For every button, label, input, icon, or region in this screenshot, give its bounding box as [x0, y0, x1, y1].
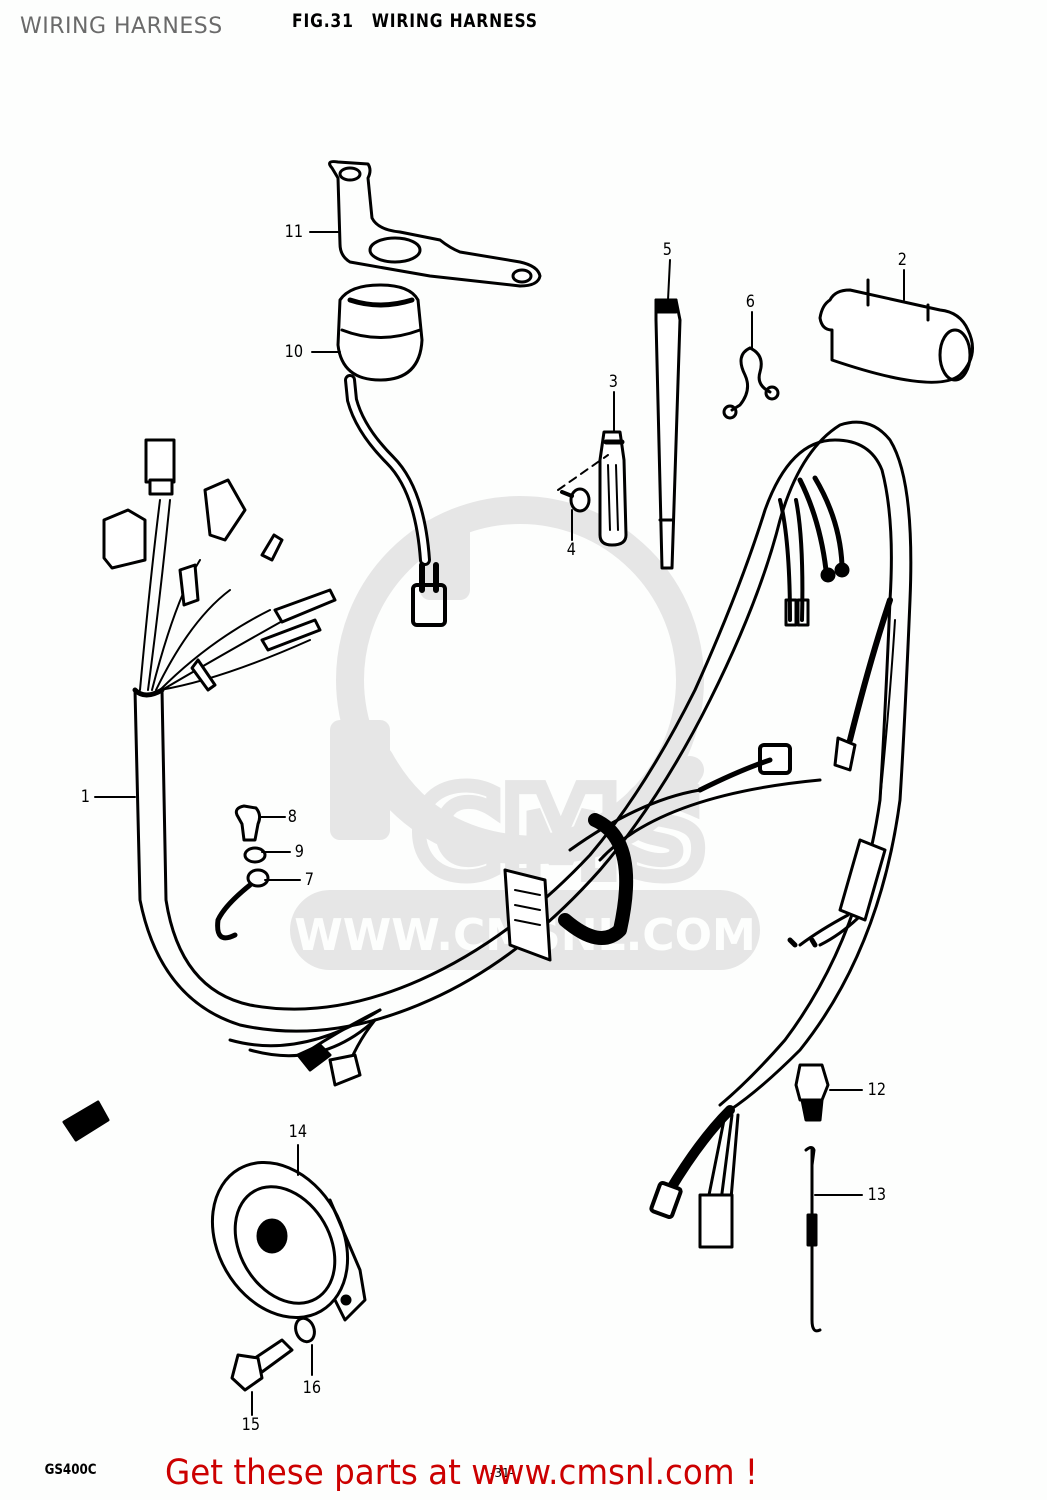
clamp-wire-part	[722, 346, 780, 420]
callout-13[interactable]: 13	[867, 1185, 887, 1205]
callout-4[interactable]: 4	[566, 540, 577, 560]
wiring-harness-part	[102, 420, 913, 1249]
callout-12[interactable]: 12	[867, 1080, 887, 1100]
callout-2[interactable]: 2	[897, 250, 908, 270]
figure-number: FIG.31	[292, 10, 354, 32]
cmsnl-promo-link[interactable]: Get these parts at www.cmsnl.com !	[165, 1453, 758, 1493]
page-title: WIRING HARNESS	[20, 14, 223, 39]
callout-5[interactable]: 5	[662, 240, 673, 260]
figure-title: FIG.31 WIRING HARNESS	[292, 10, 538, 32]
band-part	[654, 298, 682, 570]
switch-bracket-part	[328, 160, 542, 288]
figure-heading: WIRING HARNESS	[371, 10, 538, 32]
horn-part	[210, 1161, 367, 1322]
callout-9[interactable]: 9	[294, 842, 305, 862]
horn-bolt-washer-parts	[230, 1316, 316, 1392]
callout-1[interactable]: 1	[80, 787, 91, 807]
callout-6[interactable]: 6	[745, 292, 756, 312]
callout-16[interactable]: 16	[302, 1378, 322, 1398]
front-arrow-icon	[62, 1100, 110, 1142]
ignition-switch-part	[336, 283, 447, 627]
callout-8[interactable]: 8	[287, 807, 298, 827]
stop-switch-spring-parts	[794, 1063, 830, 1333]
screw-part	[557, 454, 609, 513]
callout-11[interactable]: 11	[284, 222, 304, 242]
callout-3[interactable]: 3	[608, 372, 619, 392]
callout-15[interactable]: 15	[241, 1415, 261, 1435]
model-code: GS400C	[44, 1462, 97, 1478]
callout-14[interactable]: 14	[288, 1122, 308, 1142]
callout-7[interactable]: 7	[304, 870, 315, 890]
clamp-part	[598, 430, 628, 547]
ignition-coil-part	[818, 278, 974, 384]
page-number: -31-	[490, 1466, 514, 1480]
callout-10[interactable]: 10	[284, 342, 304, 362]
callout-leaders	[94, 231, 905, 1416]
bolt-washer-hook-parts	[215, 804, 270, 941]
